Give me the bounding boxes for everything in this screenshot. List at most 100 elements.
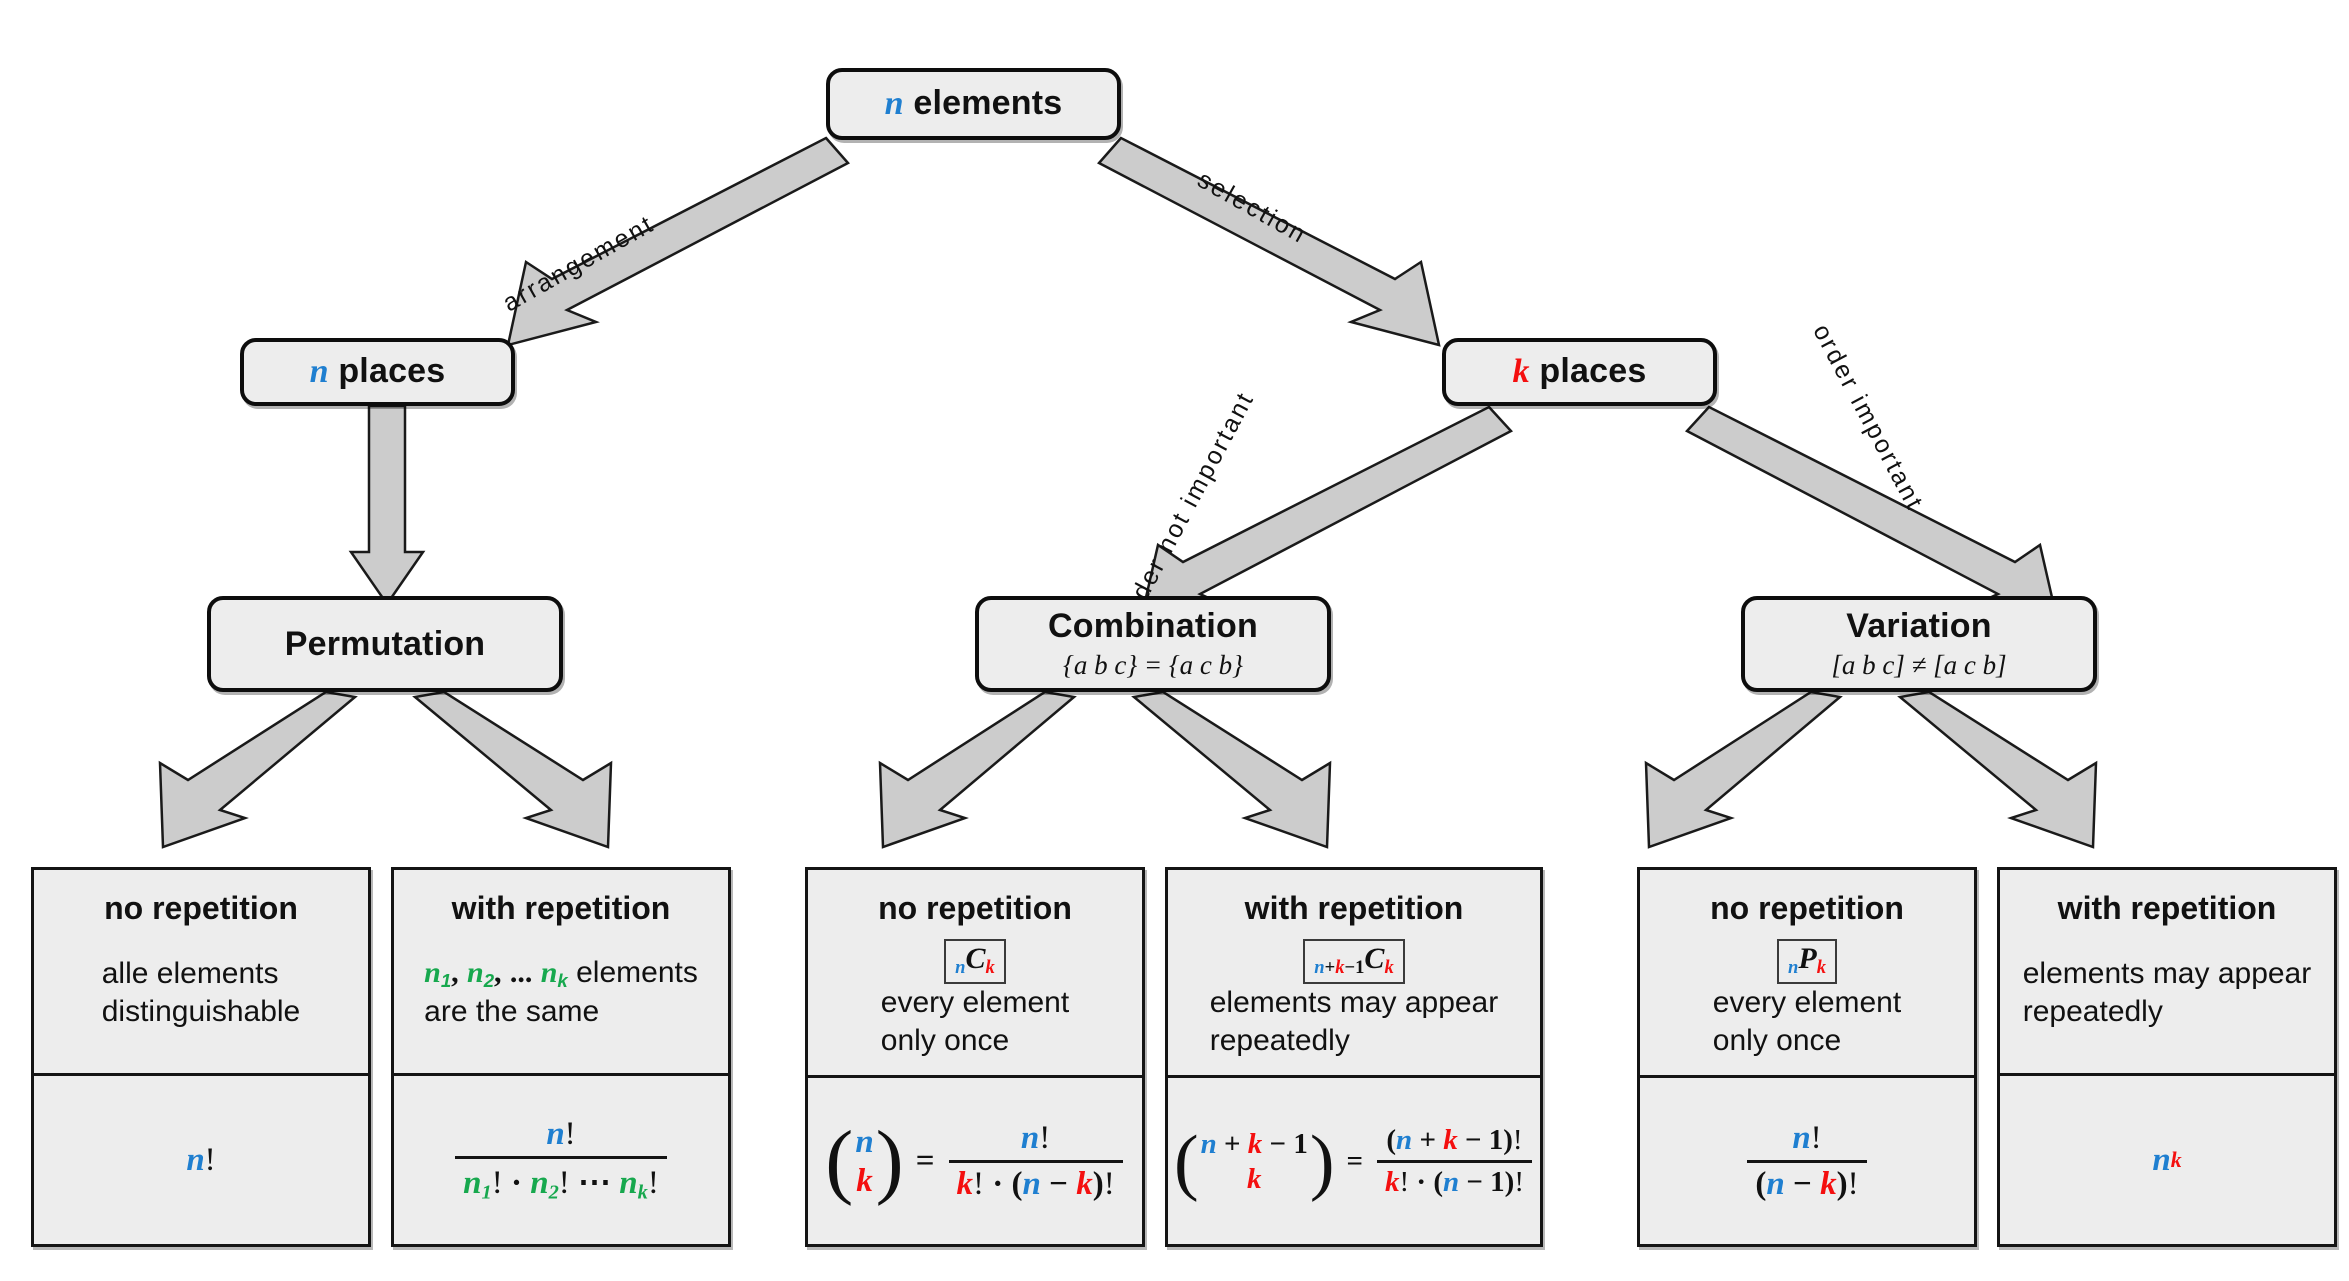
card-repetition-label: with repetition: [2057, 890, 2277, 926]
math-sub-n: n: [1314, 957, 1325, 979]
math-sub-plus: +: [1324, 957, 1336, 979]
desc-line-2: repeatedly: [1209, 1024, 1350, 1058]
math-n1: n: [463, 1164, 482, 1201]
card-variation-with-repetition[interactable]: with repetition elements may appear repe…: [1997, 867, 2337, 1247]
card-symbol-nk1Ck: n+k−1Ck: [1303, 939, 1405, 984]
fraction-numerator: n!: [538, 1116, 583, 1156]
math-factorial: !: [973, 1166, 985, 1203]
edge-label-arrangement: arrangement: [498, 209, 660, 318]
math-factorial: !: [1512, 1124, 1523, 1157]
node-k-places[interactable]: k places: [1442, 338, 1717, 406]
math-plus: +: [1224, 1128, 1241, 1161]
edge-label-order-important: order important: [1807, 319, 1930, 516]
math-sub-k: k: [1816, 957, 1826, 979]
math-k: k: [1246, 1162, 1262, 1195]
math-k: k: [856, 1162, 873, 1199]
arrow-variation-no-repetition: [1644, 690, 1843, 849]
binomial-coefficient: ( n k ): [825, 1114, 903, 1208]
fraction-numerator: n!: [1784, 1120, 1829, 1160]
arrow-combination-no-repetition: [878, 690, 1077, 849]
math-k: k: [956, 1166, 974, 1203]
math-n1: n: [424, 956, 441, 990]
desc-line-2: are the same: [424, 995, 600, 1029]
math-n: n: [1442, 1166, 1460, 1199]
math-cdot: ·: [1416, 1166, 1427, 1199]
math-rparen: ): [1503, 1124, 1513, 1157]
card-combination-no-repetition[interactable]: no repetition nCk every element only onc…: [805, 867, 1145, 1247]
math-ellipsis: ...: [509, 956, 533, 990]
math-minus: −: [1466, 1166, 1483, 1199]
desc-line-1: n1, n2, ... nk elements: [424, 954, 698, 993]
math-ldots: ⋯: [578, 1164, 612, 1201]
math-n: n: [1022, 1166, 1041, 1203]
card-top: with repetition elements may appear repe…: [2000, 870, 2334, 1073]
edge-label-order-not-important: order not important: [1113, 386, 1260, 629]
card-top: no repetition nPk every element only onc…: [1640, 870, 1974, 1075]
card-top: no repetition alle elements distinguisha…: [34, 870, 368, 1073]
fraction-denominator: (n − k)!: [1747, 1160, 1867, 1203]
math-n: n: [1396, 1124, 1413, 1157]
variable-n: n: [309, 353, 329, 391]
node-n-places[interactable]: n places: [240, 338, 515, 406]
math-rparen: ): [1309, 1119, 1335, 1202]
math-equals: =: [1346, 1145, 1363, 1178]
arrow-variation-with-repetition: [1897, 690, 2098, 849]
math-n2: n: [530, 1164, 549, 1201]
card-variation-no-repetition[interactable]: no repetition nPk every element only onc…: [1637, 867, 1977, 1247]
card-description: elements may appear repeatedly: [2017, 955, 2318, 1032]
math-plus: +: [1419, 1124, 1436, 1157]
node-combination[interactable]: Combination {a b c} = {a c b}: [975, 596, 1331, 692]
math-k: k: [1076, 1166, 1093, 1203]
desc-line-2: only once: [880, 1024, 1010, 1058]
card-formula: ( n k ) = n! k! · (n −: [808, 1074, 1142, 1246]
node-n-places-title: n places: [310, 352, 446, 391]
math-sub-2: 2: [548, 1181, 559, 1204]
math-sup-k: k: [2170, 1147, 2182, 1172]
math-factorial: !: [1399, 1166, 1410, 1199]
variable-k: k: [1512, 353, 1530, 391]
card-repetition-label: no repetition: [878, 890, 1072, 926]
card-repetition-label: no repetition: [104, 890, 298, 926]
card-combination-with-repetition[interactable]: with repetition n+k−1Ck elements may app…: [1165, 867, 1543, 1247]
node-n-elements-label: elements: [913, 84, 1063, 123]
math-minus: −: [1269, 1128, 1287, 1161]
binomial-coefficient: ( n + k − 1 k ): [1173, 1119, 1335, 1202]
arrow-arrangement: [506, 136, 850, 347]
math-factorial: !: [1039, 1120, 1051, 1157]
math-lparen: (: [825, 1114, 854, 1208]
node-permutation-title: Permutation: [284, 624, 486, 663]
card-formula: n! (n − k)!: [1640, 1074, 1974, 1246]
card-symbol-nPk: nPk: [1777, 939, 1837, 984]
desc-line-1: elements may appear: [1209, 985, 1499, 1019]
math-C: C: [1364, 942, 1385, 975]
math-n: n: [546, 1115, 565, 1152]
math-sub-k: k: [557, 970, 568, 992]
math-factorial: !: [1810, 1120, 1822, 1157]
math-factorial: !: [647, 1164, 659, 1201]
card-repetition-label: with repetition: [1244, 890, 1464, 926]
fraction-numerator: (n + k − 1)!: [1378, 1124, 1530, 1160]
math-factorial: !: [564, 1115, 576, 1152]
node-permutation[interactable]: Permutation: [207, 596, 563, 692]
math-n: n: [186, 1141, 205, 1178]
math-cdot: ·: [510, 1164, 522, 1201]
node-n-elements[interactable]: n elements: [826, 68, 1121, 140]
desc-line-2: repeatedly: [2022, 995, 2163, 1028]
math-sub-one: 1: [1355, 957, 1365, 979]
node-variation[interactable]: Variation [a b c] ≠ [a c b]: [1741, 596, 2097, 692]
math-P: P: [1798, 942, 1817, 975]
card-description: every element only once: [1707, 984, 1907, 1061]
card-repetition-label: with repetition: [451, 890, 671, 926]
card-permutation-with-repetition[interactable]: with repetition n1, n2, ... nk elements …: [391, 867, 731, 1247]
math-factorial: !: [204, 1141, 216, 1178]
card-formula: ( n + k − 1 k ) =: [1168, 1074, 1540, 1246]
card-permutation-no-repetition[interactable]: no repetition alle elements distinguisha…: [31, 867, 371, 1247]
card-repetition-label: no repetition: [1710, 890, 1904, 926]
arrow-permutation-no-repetition: [158, 690, 358, 849]
desc-line-1: alle elements: [101, 956, 279, 990]
math-lparen: (: [1433, 1166, 1443, 1199]
math-one: 1: [1488, 1124, 1504, 1157]
fraction-denominator: k! · (n − 1)!: [1376, 1160, 1532, 1199]
math-lparen: (: [1173, 1119, 1199, 1202]
